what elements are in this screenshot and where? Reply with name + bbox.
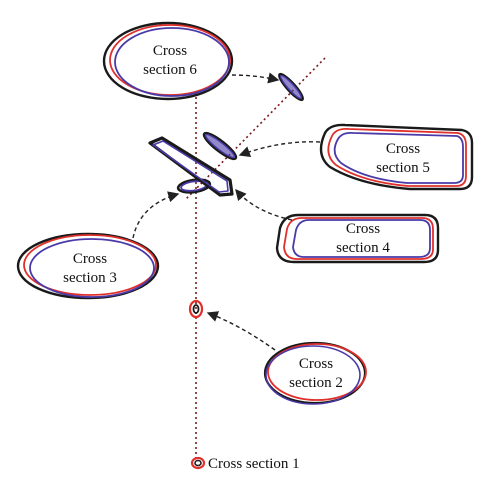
cs5-enlarged (319, 123, 474, 191)
cs1-label: Cross section 1 (208, 455, 300, 474)
cs6-shape (278, 72, 304, 102)
cs4-arrow (235, 188, 293, 221)
cs5-label-line1: Cross (385, 141, 421, 157)
cs1-label-line1: Cross section 1 (208, 456, 300, 472)
cs6-label: Cross section 6 (134, 42, 206, 80)
cs2-shape (188, 299, 204, 319)
cs2-enlarged (263, 341, 367, 405)
cs5-label-line2: section 5 (376, 160, 430, 176)
cs2-arrow (206, 311, 276, 351)
cs4-label-line1: Cross (345, 221, 381, 237)
cs4-label-line2: section 4 (336, 240, 390, 256)
cs6-arrow (231, 72, 280, 84)
cs2-label-line2: section 2 (289, 375, 343, 391)
cs3-label: Cross section 3 (51, 250, 129, 288)
cs3-arrow (132, 191, 180, 239)
cs4-enlarged (275, 213, 440, 264)
cs6-enlarged (102, 21, 234, 101)
cs1-shape (190, 456, 206, 470)
cs5-arrow (238, 141, 321, 157)
cs5-label: Cross section 5 (362, 140, 444, 178)
cs4-shape (148, 136, 234, 197)
cs6-label-line1: Cross (152, 43, 188, 59)
inclined-axis-line (184, 57, 326, 201)
cs4-label: Cross section 4 (322, 220, 404, 258)
cs3-label-line1: Cross (72, 251, 108, 267)
cs3-enlarged (16, 232, 160, 300)
cs5-shape (202, 131, 238, 161)
cs2-label-line1: Cross (298, 356, 334, 372)
cs3-label-line2: section 3 (63, 270, 117, 286)
cs6-label-line2: section 6 (143, 62, 197, 78)
cs2-label: Cross section 2 (276, 355, 356, 393)
